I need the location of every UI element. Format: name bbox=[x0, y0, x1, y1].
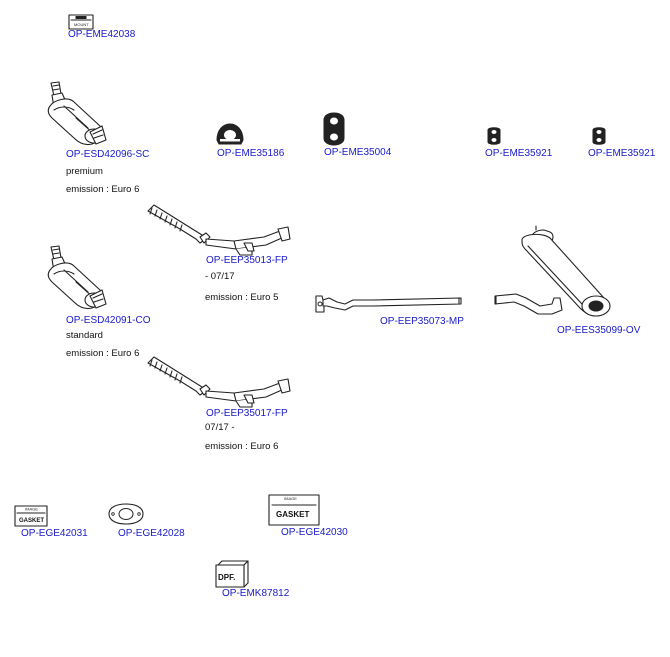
date-range-text: 07/17 - bbox=[205, 422, 235, 433]
rear-silencer-icon[interactable] bbox=[492, 225, 616, 324]
gasket-box-top-label: IMAGE bbox=[25, 507, 38, 512]
front-pipe-flex-icon[interactable] bbox=[144, 203, 292, 256]
part-code-link[interactable]: OP-EME42038 bbox=[68, 29, 136, 40]
diesel-particulate-filter-icon[interactable] bbox=[44, 244, 107, 314]
rubber-mount-eye-icon[interactable] bbox=[321, 112, 347, 146]
part-code-link[interactable]: OP-EGE42030 bbox=[281, 527, 348, 538]
dpf-kit-box-icon[interactable]: DPF. bbox=[214, 559, 252, 589]
middle-pipe-icon[interactable] bbox=[313, 290, 465, 316]
date-range-text: - 07/17 bbox=[205, 271, 235, 282]
emission-text: emission : Euro 6 bbox=[66, 348, 140, 359]
grade-text: premium bbox=[66, 166, 103, 177]
part-code-link[interactable]: OP-EEP35013-FP bbox=[206, 255, 288, 266]
mount-kit-box-icon[interactable]: MOUNT bbox=[68, 14, 94, 30]
rubber-hanger-icon[interactable] bbox=[215, 120, 245, 146]
part-code-link[interactable]: OP-EES35099-OV bbox=[557, 325, 641, 336]
diesel-particulate-filter-icon[interactable] bbox=[44, 80, 107, 150]
gasket-box-top-label: IMAGE bbox=[284, 496, 297, 501]
mount-kit-box-label: MOUNT bbox=[74, 22, 89, 27]
part-code-link[interactable]: OP-EGE42031 bbox=[21, 528, 88, 539]
part-code-link[interactable]: OP-ESD42091-CO bbox=[66, 315, 151, 326]
emission-text: emission : Euro 6 bbox=[205, 441, 279, 452]
grade-text: standard bbox=[66, 330, 103, 341]
part-code-link[interactable]: OP-EEP35017-FP bbox=[206, 408, 288, 419]
part-code-link[interactable]: OP-ESD42096-SC bbox=[66, 149, 150, 160]
emission-text: emission : Euro 6 bbox=[66, 184, 140, 195]
part-code-link[interactable]: OP-EME35921 bbox=[588, 148, 656, 159]
front-pipe-flex-icon[interactable] bbox=[144, 355, 292, 408]
rubber-bush-icon[interactable] bbox=[590, 126, 608, 146]
gasket-box-icon[interactable]: IMAGE GASKET bbox=[14, 505, 48, 527]
dpf-kit-box-label: DPF. bbox=[218, 573, 235, 582]
gasket-box-label: GASKET bbox=[276, 510, 309, 519]
part-code-link[interactable]: OP-EME35004 bbox=[324, 147, 392, 158]
gasket-box-icon[interactable]: IMAGE GASKET bbox=[268, 494, 320, 526]
part-code-link[interactable]: OP-EME35186 bbox=[217, 148, 285, 159]
gasket-box-label: GASKET bbox=[19, 518, 44, 524]
part-code-link[interactable]: OP-EMK87812 bbox=[222, 588, 290, 599]
part-code-link[interactable]: OP-EME35921 bbox=[485, 148, 553, 159]
rubber-bush-icon[interactable] bbox=[485, 126, 503, 146]
part-code-link[interactable]: OP-EGE42028 bbox=[118, 528, 185, 539]
flange-gasket-icon[interactable] bbox=[105, 501, 147, 527]
part-code-link[interactable]: OP-EEP35073-MP bbox=[380, 316, 464, 327]
emission-text: emission : Euro 5 bbox=[205, 292, 279, 303]
